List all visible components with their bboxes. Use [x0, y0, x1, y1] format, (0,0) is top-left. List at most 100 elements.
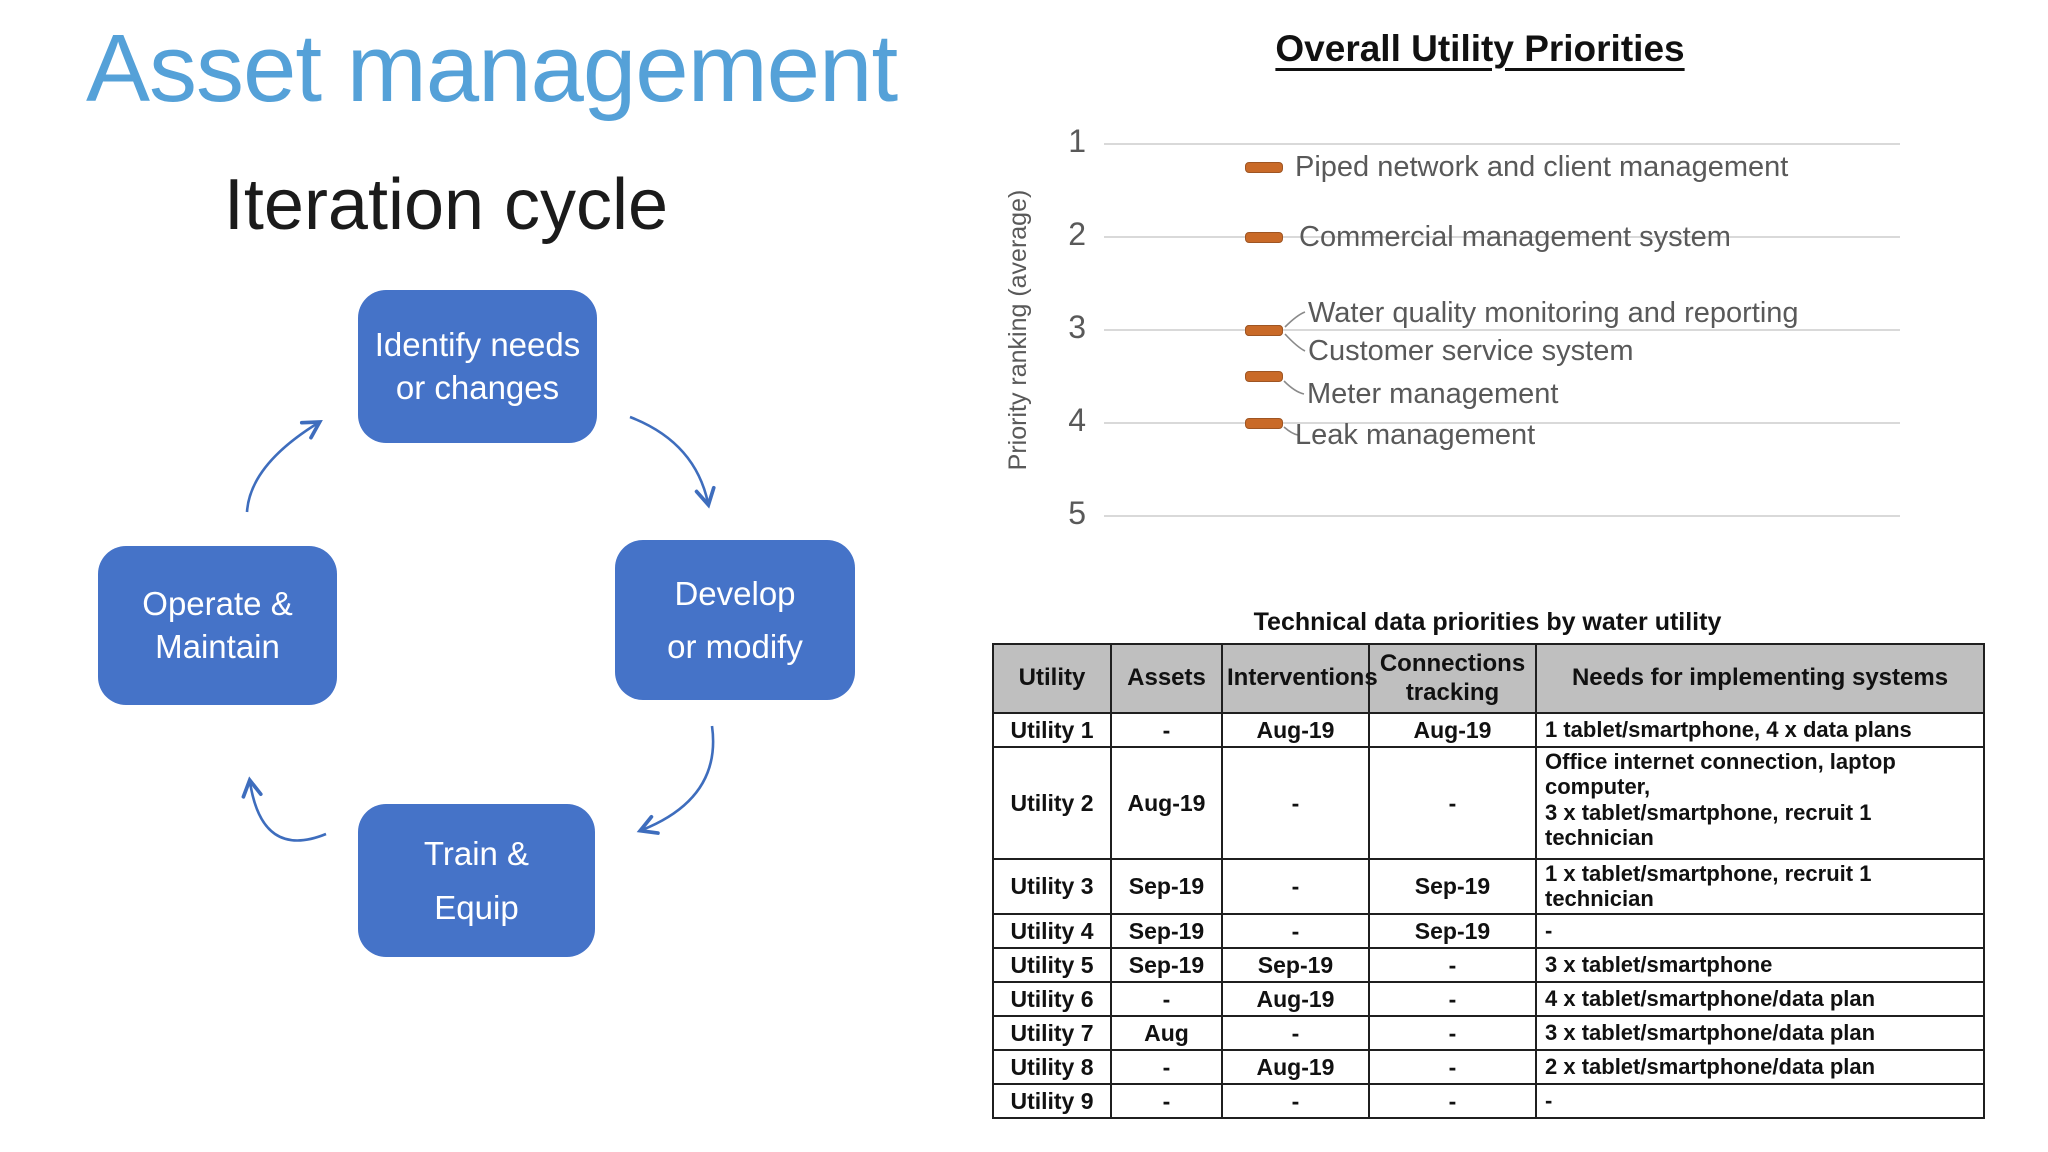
chart-tick-label: 3: [1068, 309, 1086, 345]
cycle-arrow-down-left: [636, 725, 715, 835]
table-header-cell: Connections tracking: [1368, 643, 1537, 714]
chart-point-label: Leak management: [1295, 419, 1536, 451]
table-cell: -: [1221, 745, 1370, 861]
table-cell: -: [1221, 1082, 1370, 1119]
cycle-arrow-down-right: [629, 415, 716, 509]
chart-leader-line: [1283, 380, 1305, 395]
table-cell: Office internet connection, laptop compu…: [1535, 745, 1985, 861]
cycle-box-label: Train &: [423, 835, 530, 873]
chart-gridline: [1104, 329, 1900, 331]
cycle-box-identify: Identify needs or changes: [358, 290, 597, 443]
table-row: Utility 9----: [992, 1082, 1985, 1119]
table-cell: Aug-19: [1110, 745, 1223, 861]
table-cell: Aug-19: [1221, 712, 1370, 748]
chart-point-marker: [1245, 417, 1283, 429]
table-cell: Aug-19: [1368, 712, 1537, 748]
table-cell: 2 x tablet/smartphone/data plan: [1535, 1048, 1985, 1085]
table-cell: Aug: [1110, 1014, 1223, 1051]
chart-gridline: [1104, 143, 1900, 145]
table-header-cell: Assets: [1110, 643, 1223, 714]
table-cell: -: [1368, 946, 1537, 983]
chart-tick-label: 2: [1068, 216, 1086, 252]
table-cell: -: [1368, 1048, 1537, 1085]
table-cell: Sep-19: [1368, 912, 1537, 949]
page-title: Asset management: [86, 15, 898, 122]
table-cell: Utility 4: [992, 912, 1112, 949]
table-cell: Utility 9: [992, 1082, 1112, 1119]
cycle-box-label: Develop: [674, 574, 796, 612]
chart-leader-line: [1284, 333, 1306, 352]
chart-gridline: [1104, 422, 1900, 424]
table-cell: -: [1535, 912, 1985, 949]
table-cell: Sep-19: [1368, 858, 1537, 915]
chart-point-label: Meter management: [1307, 378, 1559, 410]
cycle-box-label: Operate &: [142, 584, 293, 622]
cycle-box-label: Equip: [434, 888, 519, 926]
table-cell: -: [1110, 712, 1223, 748]
cycle-box-label: Identify needs: [374, 325, 581, 363]
priority-chart: Overall Utility Priorities Priority rank…: [1000, 0, 2000, 580]
cycle-box-train: Train & Equip: [358, 804, 595, 957]
cycle-box-label: or changes: [395, 368, 560, 406]
table-cell: Utility 5: [992, 946, 1112, 983]
table-cell: -: [1110, 1048, 1223, 1085]
table-cell: -: [1535, 1082, 1985, 1119]
chart-point-label: Customer service system: [1308, 335, 1634, 367]
chart-title: Overall Utility Priorities: [1275, 28, 1685, 69]
chart-leader-line: [1284, 311, 1306, 328]
table-cell: Sep-19: [1110, 912, 1223, 949]
table-cell: -: [1368, 1082, 1537, 1119]
chart-point-label: Piped network and client management: [1295, 151, 1789, 184]
table-cell: -: [1368, 980, 1537, 1017]
table-cell: -: [1221, 912, 1370, 949]
chart-gridline: [1104, 515, 1900, 517]
table-header-cell: Needs for implementing systems: [1535, 643, 1985, 714]
cycle-box-operate: Operate & Maintain: [98, 546, 337, 705]
table-row: Utility 8-Aug-19-2 x tablet/smartphone/d…: [992, 1048, 1985, 1085]
table-cell: Utility 7: [992, 1014, 1112, 1051]
table-cell: Utility 6: [992, 980, 1112, 1017]
table-cell: 1 x tablet/smartphone, recruit 1 technic…: [1535, 858, 1985, 915]
page-subtitle: Iteration cycle: [223, 165, 669, 245]
table-cell: -: [1221, 1014, 1370, 1051]
table-cell: Utility 3: [992, 858, 1112, 915]
table-cell: 3 x tablet/smartphone: [1535, 946, 1985, 983]
table-cell: Utility 8: [992, 1048, 1112, 1085]
table-cell: -: [1110, 980, 1223, 1017]
chart-tick-label: 4: [1068, 402, 1086, 438]
cycle-box-label: or modify: [667, 628, 803, 665]
chart-point-marker: [1245, 231, 1283, 243]
table-cell: 4 x tablet/smartphone/data plan: [1535, 980, 1985, 1017]
table-cell: Aug-19: [1221, 1048, 1370, 1085]
table-cell: -: [1110, 1082, 1223, 1119]
table-cell: Utility 2: [992, 745, 1112, 861]
table-title: Technical data priorities by water utili…: [1253, 608, 1722, 636]
chart-tick-label: 5: [1068, 495, 1086, 531]
table-cell: 1 tablet/smartphone, 4 x data plans: [1535, 712, 1985, 748]
table-cell: Utility 1: [992, 712, 1112, 748]
cycle-box-develop: Develop or modify: [615, 540, 855, 700]
chart-point-marker: [1245, 161, 1283, 173]
chart-point-marker: [1245, 371, 1283, 382]
cycle-arrow-up-left: [245, 419, 323, 513]
table-cell: Sep-19: [1110, 858, 1223, 915]
chart-point-label: Commercial management system: [1299, 221, 1731, 253]
table-cell: -: [1368, 745, 1537, 861]
table-cell: -: [1368, 1014, 1537, 1051]
table-header-cell: Interventions: [1221, 643, 1378, 714]
chart-leader-lines: [1283, 311, 1306, 436]
chart-point-label: Water quality monitoring and reporting: [1308, 297, 1799, 329]
cycle-arrow-up-left-bottom: [241, 776, 327, 842]
table-cell: Aug-19: [1221, 980, 1370, 1017]
table-cell: Sep-19: [1221, 946, 1370, 983]
